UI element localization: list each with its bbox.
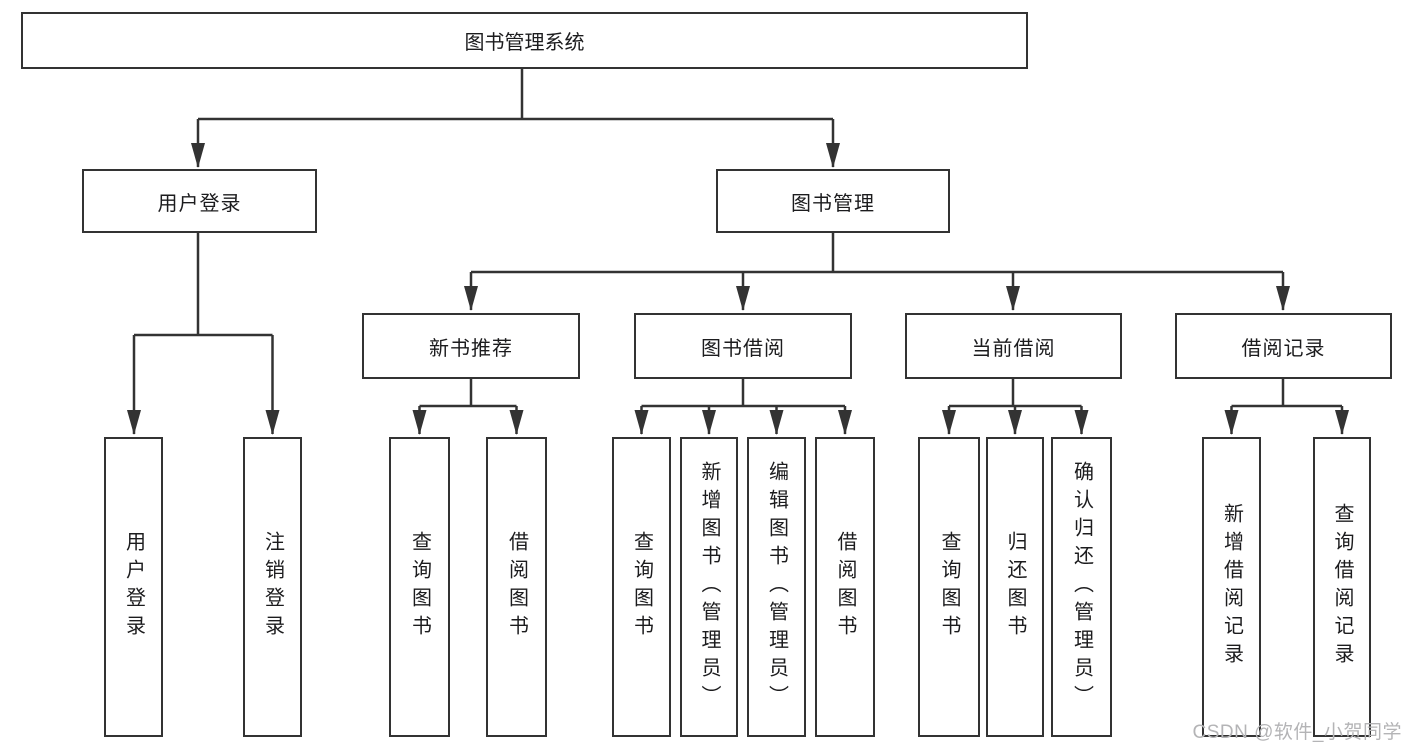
- node-borrow-record: 借阅记录: [1175, 313, 1392, 379]
- edge-bookmgmt-to-level3: [471, 233, 1283, 274]
- leaf-user-login-label: 用户登录: [122, 531, 145, 643]
- node-root-label: 图书管理系统: [464, 32, 585, 54]
- leaf-edit-book-admin-label: 编辑图书（管理员）: [765, 461, 788, 713]
- edge-borrowrecord-to-leaves: [1231, 379, 1342, 408]
- node-root: 图书管理系统: [21, 12, 1028, 69]
- leaf-borrow-book-recommend: 借阅图书: [486, 437, 547, 737]
- leaf-query-book-current-label: 查询图书: [938, 531, 960, 643]
- edge-bookborrow-to-leaves: [641, 379, 845, 408]
- leaf-logout-login-label: 注销登录: [261, 531, 284, 643]
- leaf-borrow-book-borrow: 借阅图书: [815, 437, 875, 737]
- edge-userlogin-to-leaves: [134, 233, 273, 337]
- node-current-borrow-label: 当前借阅: [971, 337, 1056, 360]
- leaf-add-borrow-record-label: 新增借阅记录: [1220, 503, 1243, 671]
- node-book-borrow-label: 图书借阅: [701, 337, 785, 360]
- node-current-borrow: 当前借阅: [905, 313, 1122, 379]
- leaf-add-borrow-record: 新增借阅记录: [1202, 437, 1261, 737]
- leaf-query-borrow-record-label: 查询借阅记录: [1331, 503, 1353, 671]
- leaf-logout-login: 注销登录: [243, 437, 302, 737]
- node-borrow-record-label: 借阅记录: [1241, 337, 1326, 360]
- leaf-add-book-admin-label: 新增图书（管理员）: [698, 461, 720, 713]
- leaf-query-book-recommend-label: 查询图书: [408, 531, 431, 643]
- node-book-borrow: 图书借阅: [634, 313, 852, 379]
- leaf-query-book-recommend: 查询图书: [389, 437, 450, 737]
- leaf-query-book-borrow-label: 查询图书: [630, 531, 653, 643]
- node-book-management: 图书管理: [716, 169, 950, 233]
- node-user-login-label: 用户登录: [157, 192, 242, 215]
- leaf-confirm-return-admin-label: 确认归还（管理员）: [1070, 461, 1093, 713]
- node-new-book-recommend-label: 新书推荐: [429, 337, 513, 360]
- edge-root-to-level2: [198, 68, 833, 121]
- edge-currentborrow-to-leaves: [949, 379, 1082, 408]
- leaf-query-borrow-record: 查询借阅记录: [1313, 437, 1371, 737]
- leaf-add-book-admin: 新增图书（管理员）: [680, 437, 738, 737]
- leaf-return-book-label: 归还图书: [1004, 531, 1026, 643]
- leaf-borrow-book-recommend-label: 借阅图书: [505, 531, 528, 643]
- leaf-query-book-current: 查询图书: [918, 437, 980, 737]
- node-user-login: 用户登录: [82, 169, 317, 233]
- leaf-return-book: 归还图书: [986, 437, 1044, 737]
- leaf-confirm-return-admin: 确认归还（管理员）: [1051, 437, 1112, 737]
- leaf-borrow-book-borrow-label: 借阅图书: [834, 531, 856, 643]
- node-new-book-recommend: 新书推荐: [362, 313, 580, 379]
- edge-newbook-to-leaves: [419, 379, 517, 408]
- leaf-edit-book-admin: 编辑图书（管理员）: [747, 437, 806, 737]
- leaf-query-book-borrow: 查询图书: [612, 437, 671, 737]
- node-book-management-label: 图书管理: [791, 192, 875, 215]
- leaf-user-login: 用户登录: [104, 437, 163, 737]
